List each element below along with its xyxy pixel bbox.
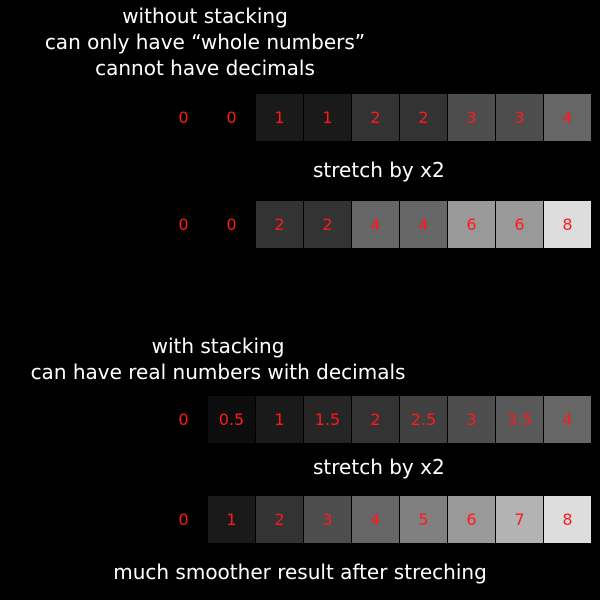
with-stacking-heading: with stacking can have real numbers with…	[0, 333, 436, 385]
value-cell: 7	[496, 496, 543, 543]
value-cell: 2	[352, 94, 399, 141]
value-cell: 1	[208, 496, 255, 543]
heading-line: with stacking	[151, 334, 285, 358]
value-cell: 5	[400, 496, 447, 543]
value-cell: 2	[256, 496, 303, 543]
value-cell: 3	[448, 94, 495, 141]
value-cell: 3.5	[496, 396, 543, 443]
value-cell: 3	[496, 94, 543, 141]
value-cell: 4	[544, 94, 591, 141]
value-cell: 0	[160, 496, 207, 543]
stretch-caption-bottom: stretch by x2	[313, 455, 445, 479]
value-cell: 0	[208, 201, 255, 248]
value-cell: 2	[400, 94, 447, 141]
value-cell: 1	[256, 94, 303, 141]
value-cell: 4	[400, 201, 447, 248]
value-cell: 4	[352, 496, 399, 543]
value-cell: 2	[352, 396, 399, 443]
value-cell: 1.5	[304, 396, 351, 443]
heading-line: can have real numbers with decimals	[30, 360, 406, 384]
heading-line: without stacking	[122, 4, 288, 28]
stretch-caption-top: stretch by x2	[313, 158, 445, 182]
value-cell: 4	[544, 396, 591, 443]
value-cell: 2.5	[400, 396, 447, 443]
value-cell: 4	[352, 201, 399, 248]
value-cell: 0	[160, 201, 207, 248]
footer-caption: much smoother result after streching	[113, 560, 487, 584]
heading-line: can only have “whole numbers”	[44, 30, 366, 54]
value-cell: 3	[448, 396, 495, 443]
value-cell: 1	[304, 94, 351, 141]
without-stacking-heading: without stacking can only have “whole nu…	[0, 3, 410, 81]
value-cell: 6	[448, 201, 495, 248]
value-cell: 6	[496, 201, 543, 248]
value-cell: 1	[256, 396, 303, 443]
value-cell: 2	[256, 201, 303, 248]
value-cell: 8	[544, 201, 591, 248]
value-cell: 6	[448, 496, 495, 543]
value-cell: 8	[544, 496, 591, 543]
value-cell: 0.5	[208, 396, 255, 443]
value-cell: 0	[160, 94, 207, 141]
value-cell: 0	[208, 94, 255, 141]
value-cell: 3	[304, 496, 351, 543]
heading-line: cannot have decimals	[95, 56, 315, 80]
value-cell: 0	[160, 396, 207, 443]
value-cell: 2	[304, 201, 351, 248]
